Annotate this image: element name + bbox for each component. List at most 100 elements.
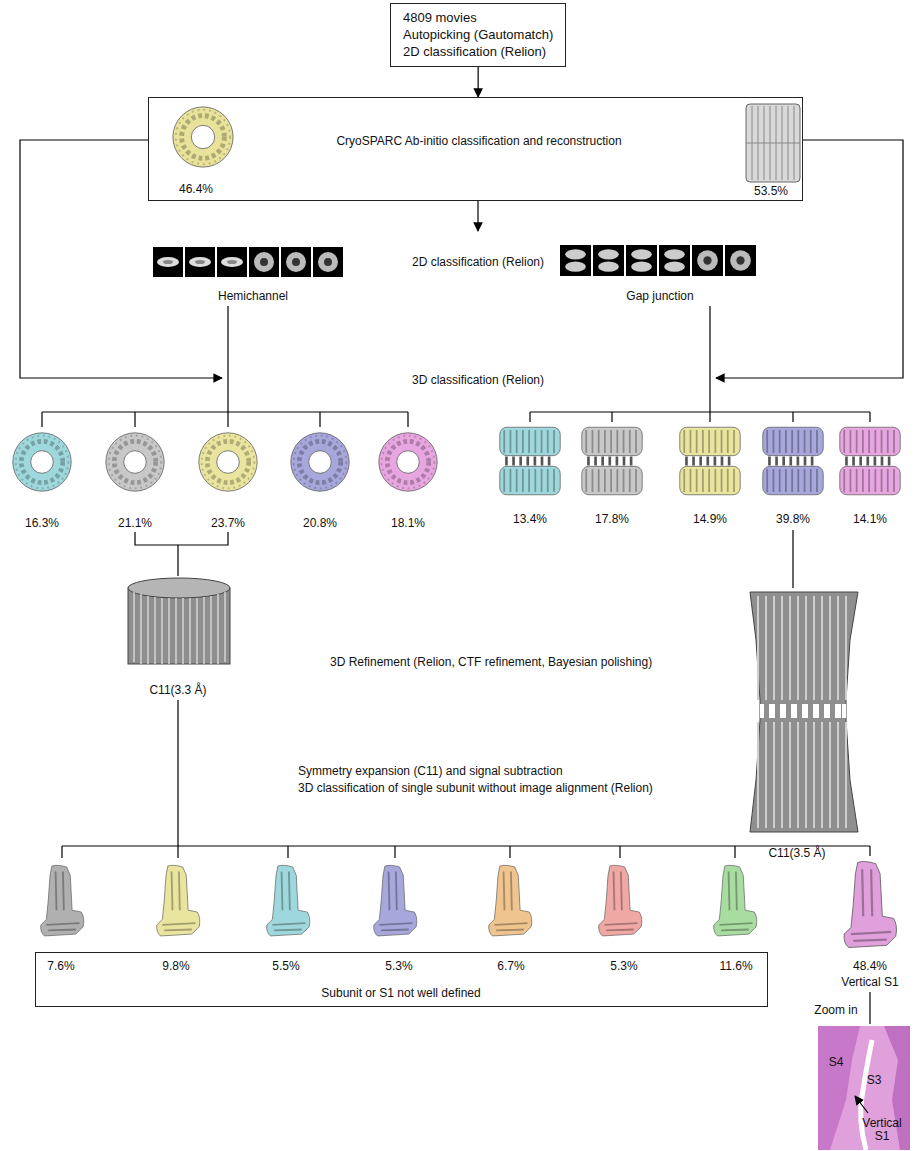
percentage: 48.4% [853, 959, 887, 973]
art-shape [313, 247, 343, 277]
art-shape [760, 704, 846, 718]
step-label: Gap junction [626, 289, 693, 303]
percentage: 5.3% [610, 959, 637, 973]
art-shape [249, 247, 279, 277]
percentage: 17.8% [595, 512, 629, 526]
zoom-panel [818, 1026, 910, 1150]
art-shape [764, 704, 842, 718]
step-label: 3D classification of single subunit with… [298, 781, 653, 795]
art-shape [199, 433, 257, 491]
step-label: 3D classification (Relion) [412, 373, 544, 387]
box-text: Subunit or S1 not well defined [321, 986, 480, 1000]
art-shape [855, 1096, 868, 1113]
gap-junction-map [746, 104, 800, 182]
art-shape [217, 247, 247, 277]
art-shape [489, 865, 532, 936]
2d-class-average [153, 245, 756, 277]
percentage: 14.1% [853, 512, 887, 526]
percentage: 20.8% [303, 516, 337, 530]
step-label: C11(3.5 Å) [768, 846, 825, 860]
percentage: 16.3% [25, 516, 59, 530]
step-label: S4 [829, 1055, 844, 1069]
step-label: Zoom in [814, 1003, 857, 1017]
art-shape [763, 427, 823, 495]
art-shape [599, 865, 642, 936]
art-shape [659, 245, 690, 276]
art-shape [869, 992, 870, 1024]
percentage: 14.9% [693, 512, 727, 526]
class-group-box: 7.6%9.8%5.5%5.3%6.7%5.3%11.6%Subunit or … [35, 952, 768, 1007]
percentage: 23.7% [211, 516, 245, 530]
art-shape [379, 433, 437, 491]
art-shape [106, 433, 164, 491]
art-shape [185, 247, 215, 277]
flow-line [20, 140, 903, 1024]
art-shape [818, 1026, 910, 1150]
percentage: 18.1% [391, 516, 425, 530]
art-shape [42, 306, 408, 427]
flow-arrow [478, 67, 479, 97]
step-label: 3D Refinement (Relion, CTF refinement, B… [330, 655, 652, 669]
percentage: 9.8% [162, 959, 189, 973]
art-shape [128, 578, 230, 598]
percentage: 53.5% [754, 184, 788, 198]
art-shape [626, 245, 657, 276]
art-shape [746, 106, 800, 180]
step-label: C11(3.3 Å) [149, 683, 206, 697]
percentage: 39.8% [776, 512, 810, 526]
art-shape [134, 592, 225, 664]
art-shape [128, 588, 230, 664]
step-label: Vertical S1 [856, 1117, 908, 1143]
art-shape [746, 104, 800, 182]
box-text: 2D classification (Relion) [403, 43, 553, 60]
refined-hemichannel-map [128, 578, 230, 664]
art-shape [477, 201, 478, 231]
art-shape [157, 865, 200, 936]
box-text: CryoSPARC Ab-initio classification and r… [336, 134, 621, 148]
art-shape [20, 140, 222, 378]
art-shape [153, 247, 183, 277]
step-label: S3 [867, 1073, 882, 1087]
art-shape [716, 140, 903, 378]
percentage: 6.7% [497, 959, 524, 973]
art-shape [500, 427, 560, 495]
refined-gap-junction-map [750, 592, 858, 832]
art-shape [267, 865, 310, 936]
classification-box: CryoSPARC Ab-initio classification and r… [148, 97, 803, 201]
art-shape [758, 596, 846, 828]
3d-class-map [13, 427, 900, 495]
input-box: 4809 moviesAutopicking (Gautomatch)2D cl… [390, 3, 566, 67]
art-shape [840, 427, 900, 495]
art-shape [582, 427, 642, 495]
art-shape [593, 245, 624, 276]
art-shape [844, 862, 896, 948]
art-shape [62, 700, 870, 858]
art-shape [560, 245, 591, 276]
percentage: 5.5% [272, 959, 299, 973]
art-shape [725, 245, 756, 276]
subunit-class-map [41, 862, 897, 948]
percentage: 46.4% [179, 182, 213, 196]
art-shape [680, 427, 740, 495]
art-shape [41, 865, 84, 936]
box-text: 4809 movies [403, 9, 553, 26]
art-shape [818, 1026, 860, 1150]
hemichannel-map [173, 107, 233, 167]
art-shape [135, 532, 228, 576]
percentage: 11.6% [719, 959, 752, 973]
art-shape [281, 247, 311, 277]
art-shape [530, 306, 870, 422]
percentage: 21.1% [118, 516, 152, 530]
art-shape [861, 1040, 872, 1150]
step-label: Vertical S1 [841, 975, 898, 989]
percentage: 13.4% [513, 512, 547, 526]
step-label: Symmetry expansion (C11) and signal subt… [298, 764, 563, 778]
art-shape [792, 530, 793, 588]
step-label: Hemichannel [218, 289, 288, 303]
percentage: 5.3% [385, 959, 412, 973]
step-label: 2D classification (Relion) [412, 255, 544, 269]
art-shape [374, 865, 417, 936]
box-text: Autopicking (Gautomatch) [403, 26, 553, 43]
